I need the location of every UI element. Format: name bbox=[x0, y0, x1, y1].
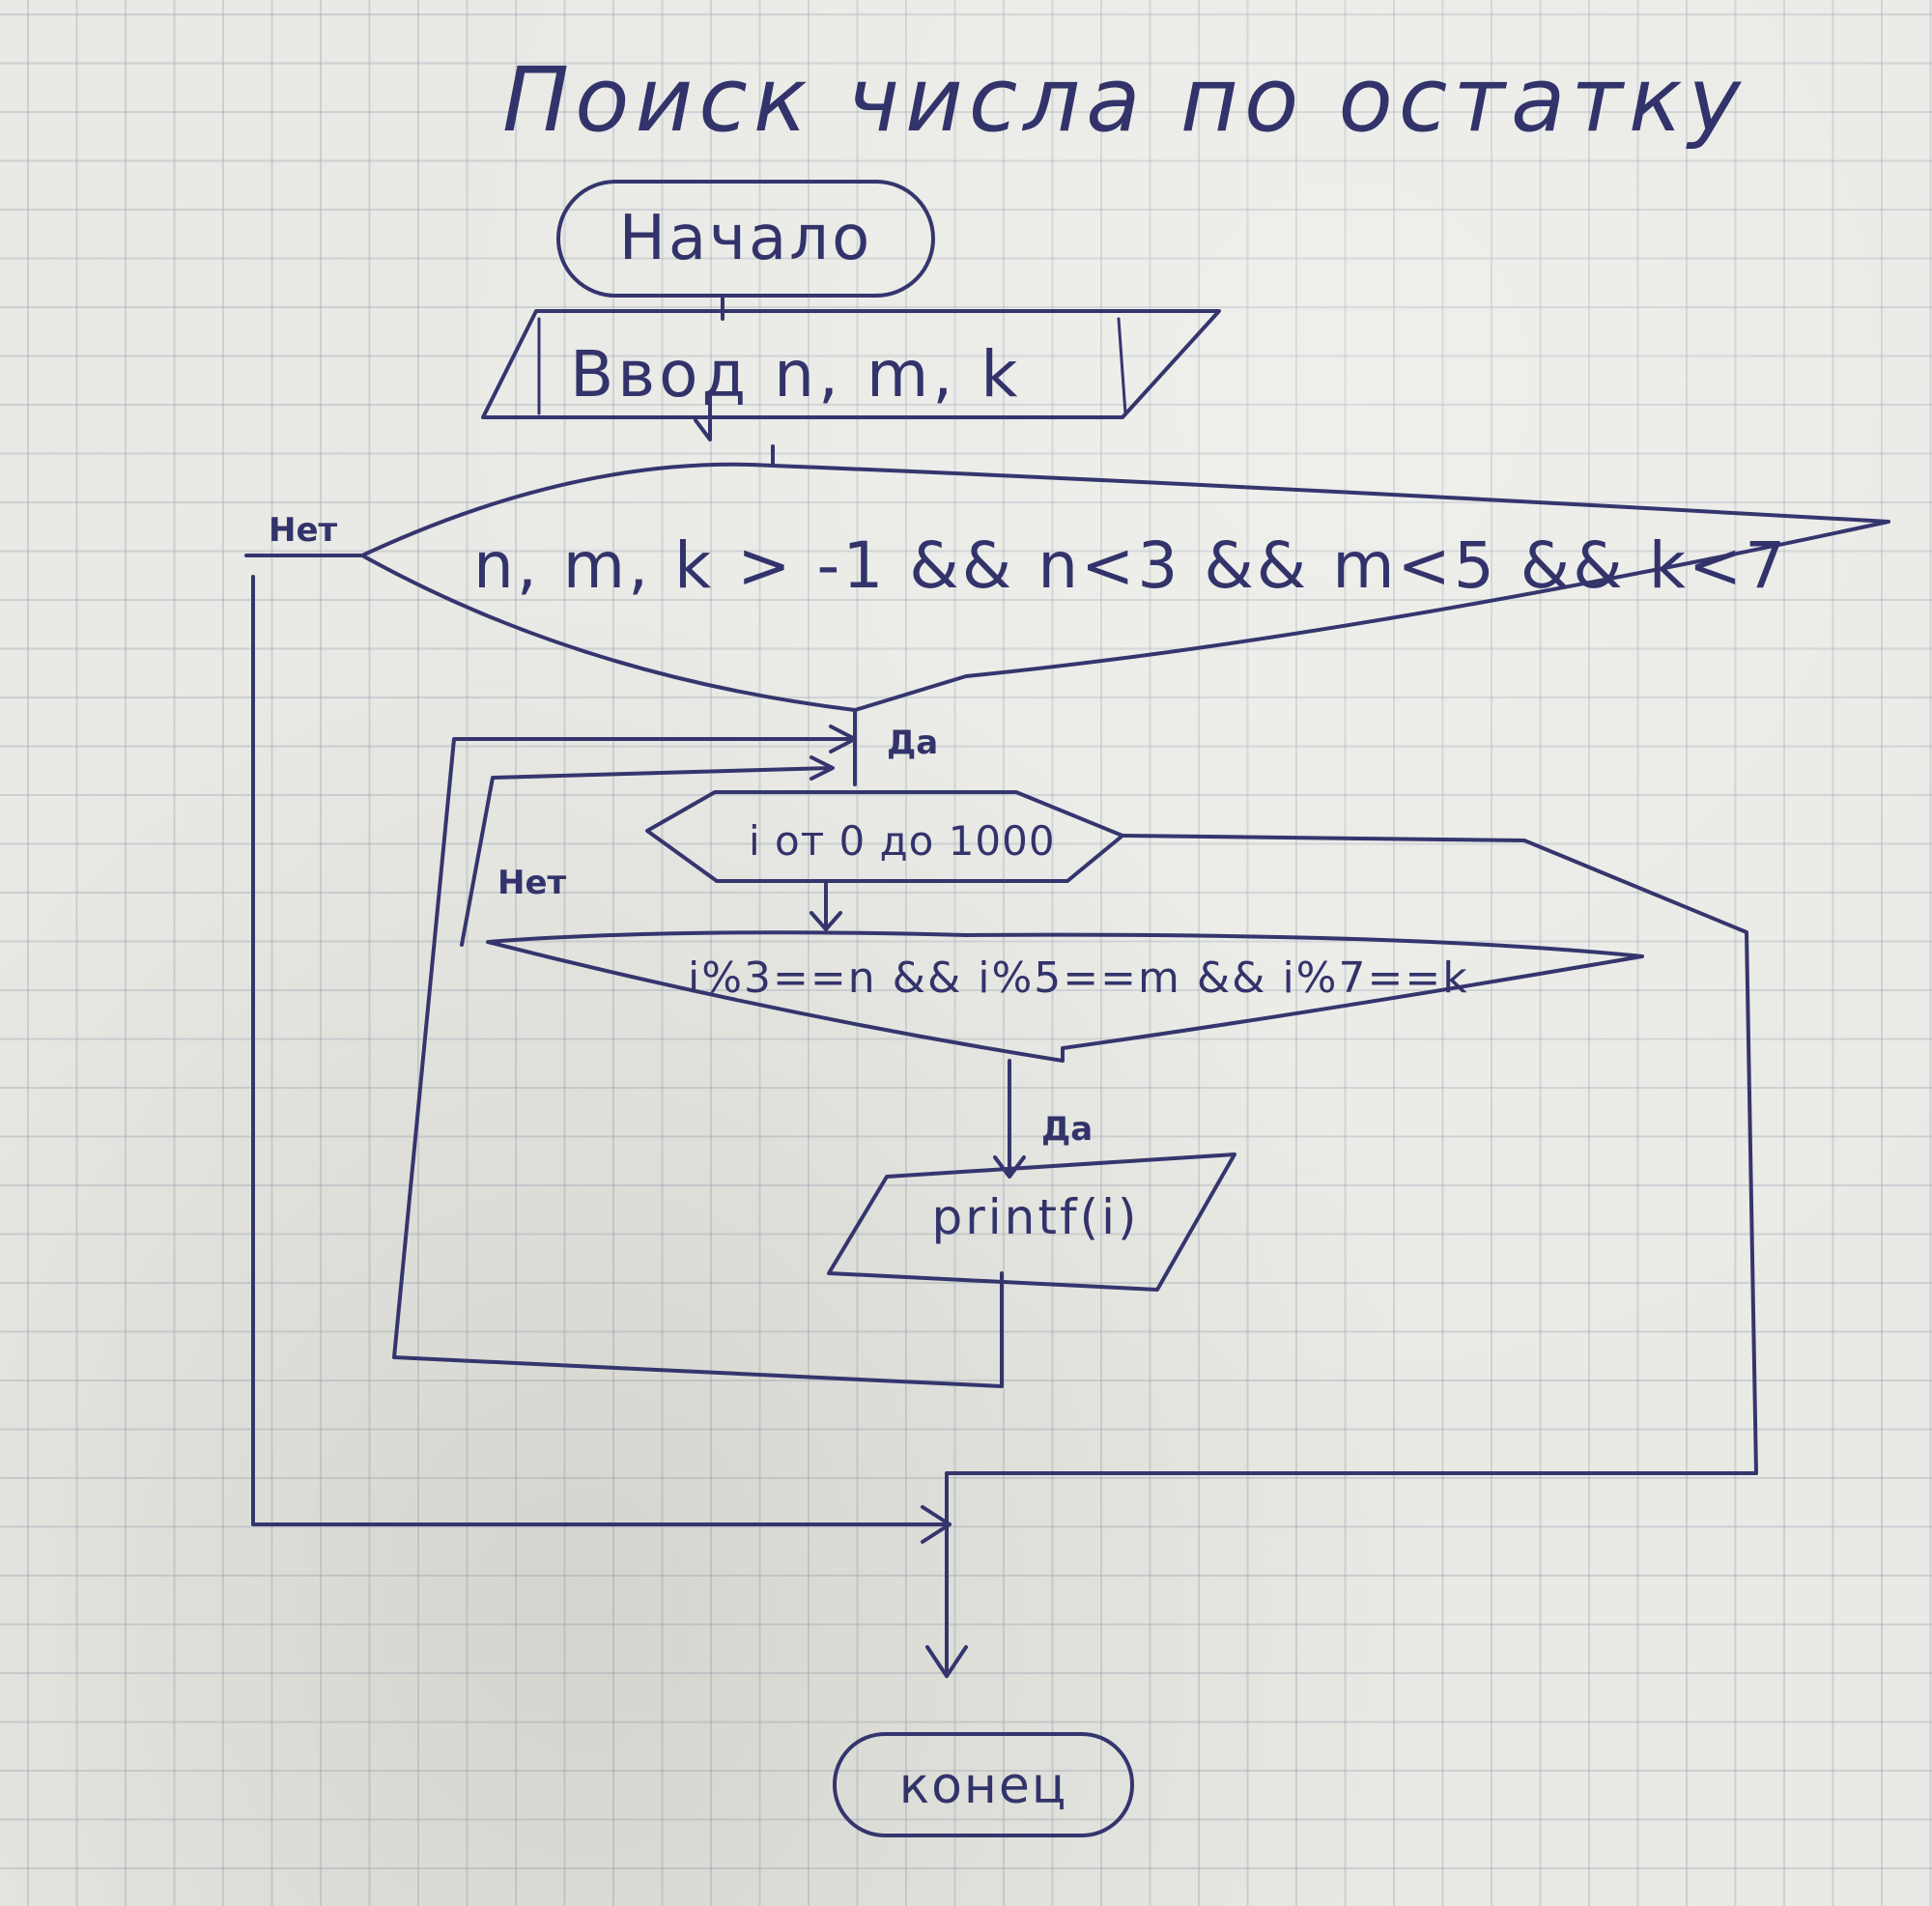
end-label: конец bbox=[899, 1757, 1068, 1815]
yes-label-remainder: Да bbox=[1041, 1110, 1093, 1149]
yes-branch-remainder-line bbox=[993, 1059, 1026, 1179]
remainder-condition: i%3==n && i%5==m && i%7==k bbox=[688, 953, 1469, 1003]
arrowhead-inner-return bbox=[810, 755, 835, 781]
loop-exit-to-end bbox=[945, 834, 1758, 1678]
start-terminator bbox=[556, 180, 935, 298]
arrow-loop-to-remainder bbox=[810, 879, 842, 931]
input-check-condition: n, m, k > -1 && n<3 && m<5 && k<7 bbox=[473, 528, 1788, 603]
arrowhead-to-end bbox=[925, 1645, 968, 1678]
input-inner-bar-right bbox=[1117, 317, 1127, 415]
no-label-check: Нет bbox=[269, 511, 338, 550]
yes-label-check: Да bbox=[887, 724, 938, 762]
output-label: printf(i) bbox=[932, 1189, 1140, 1245]
no-label-remainder: Нет bbox=[497, 864, 567, 902]
arrow-input-to-check bbox=[694, 394, 775, 466]
arrowhead-outer-return bbox=[829, 725, 857, 754]
input-block bbox=[481, 309, 1221, 419]
output-block bbox=[827, 1152, 1236, 1292]
input-label: Ввод n, m, k bbox=[570, 337, 1021, 412]
loop-return-outer bbox=[392, 737, 1004, 1388]
remainder-decision bbox=[486, 930, 1644, 1063]
end-terminator bbox=[833, 1732, 1134, 1837]
no-branch-check-line bbox=[244, 554, 952, 1526]
diagram-title: Поиск числа по остатку bbox=[502, 48, 1747, 152]
start-label: Начало bbox=[619, 203, 872, 274]
loop-label: i от 0 до 1000 bbox=[749, 817, 1056, 865]
input-check-decision bbox=[360, 462, 1890, 712]
loop-return-inner bbox=[460, 766, 833, 947]
arrowhead-no-to-end bbox=[921, 1505, 952, 1544]
